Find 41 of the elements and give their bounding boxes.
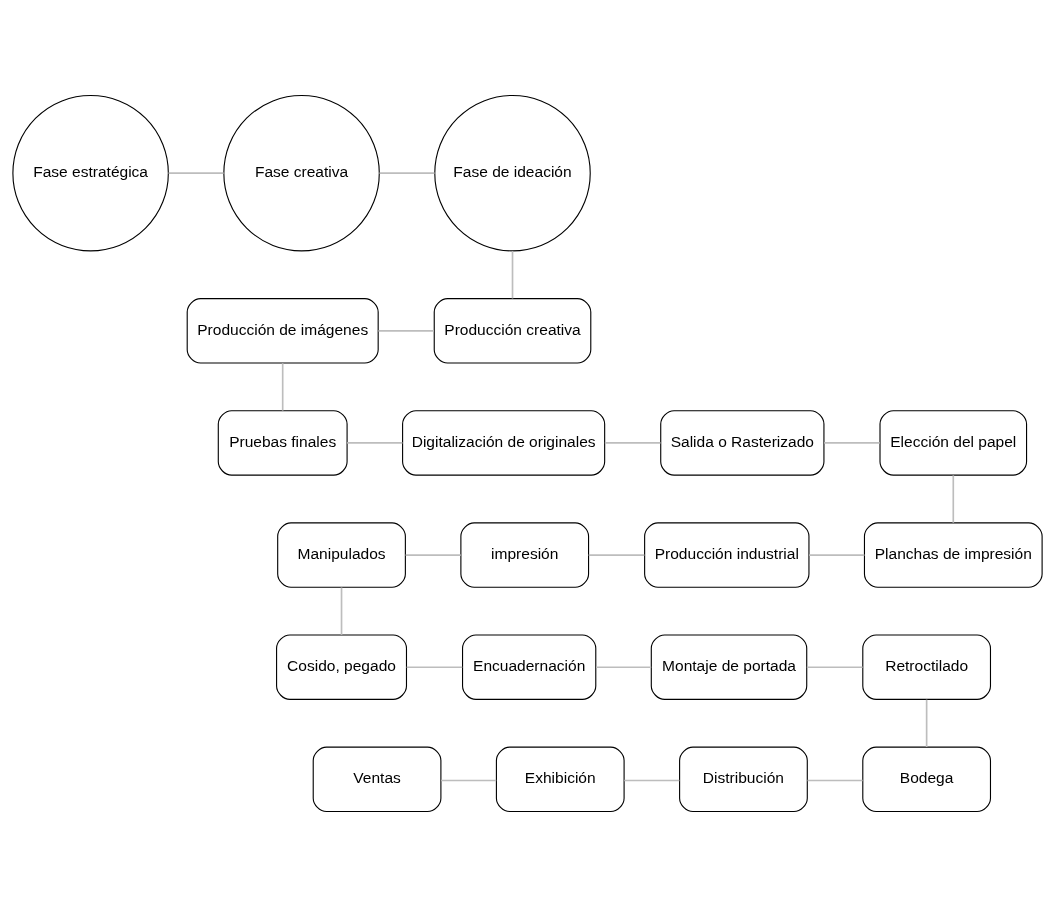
node-box: impresión xyxy=(460,521,590,588)
connector xyxy=(823,441,881,444)
connector xyxy=(378,171,436,174)
node-box: Producción creativa xyxy=(433,297,592,364)
connector xyxy=(440,779,498,781)
node-box: Planchas de impresión xyxy=(863,521,1043,588)
node-circle: Fase de ideación xyxy=(434,94,591,251)
connector xyxy=(808,553,866,556)
node-box: Montaje de portada xyxy=(650,633,808,700)
node-box: Encuadernación xyxy=(462,633,597,700)
node-box: Distribución xyxy=(679,746,808,812)
connector xyxy=(595,665,652,668)
connector xyxy=(806,779,864,781)
node-box: Producción de imágenes xyxy=(186,297,379,364)
node-box: Pruebas finales xyxy=(217,409,348,476)
node-box: Bodega xyxy=(862,746,992,812)
connector xyxy=(404,553,462,556)
connector xyxy=(587,553,646,556)
node-box: Exhibición xyxy=(495,746,625,812)
connector xyxy=(346,441,404,444)
connector xyxy=(167,171,225,174)
node-box: Cosido, pegado xyxy=(276,633,408,700)
connector xyxy=(952,474,955,524)
node-box: Digitalización de originales xyxy=(402,409,606,476)
node-box: Producción industrial xyxy=(644,521,810,588)
node-box: Elección del papel xyxy=(879,409,1028,476)
connector xyxy=(604,441,662,444)
connector xyxy=(340,586,343,636)
connector xyxy=(281,361,284,411)
connector xyxy=(511,249,514,299)
node-circle: Fase estratégica xyxy=(12,94,169,251)
connector xyxy=(623,779,681,781)
node-box: Retroctilado xyxy=(862,633,992,700)
node-circle: Fase creativa xyxy=(223,94,380,251)
connector xyxy=(925,698,928,748)
node-box: Manipulados xyxy=(277,521,406,588)
node-box: Salida o Rasterizado xyxy=(660,409,825,476)
connector xyxy=(377,329,435,332)
connector xyxy=(806,665,864,668)
node-box: Ventas xyxy=(312,746,442,812)
connector xyxy=(405,665,464,668)
